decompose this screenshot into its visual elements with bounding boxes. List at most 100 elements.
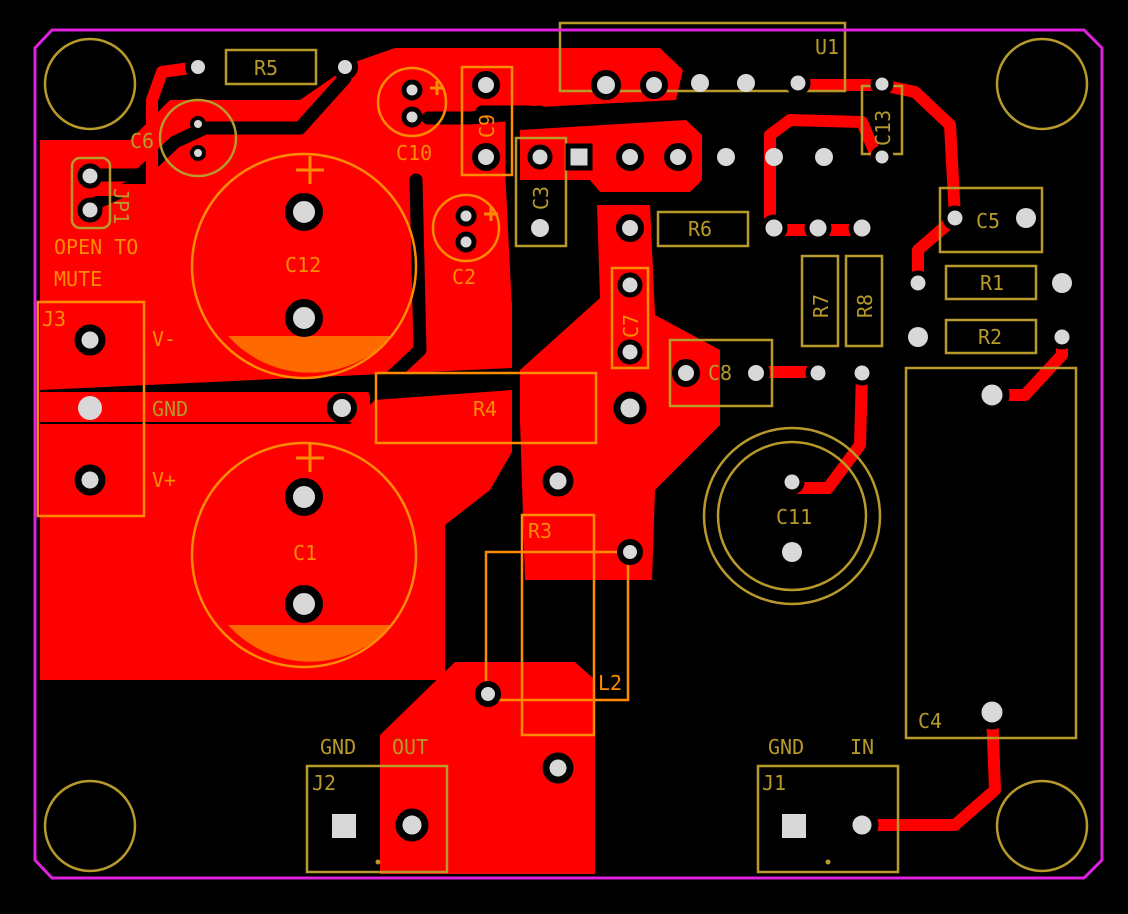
pads[interactable] xyxy=(74,54,1075,842)
pad-u1-4[interactable] xyxy=(737,74,755,92)
pad-c3-2[interactable] xyxy=(531,219,549,237)
pad-u1-2[interactable] xyxy=(640,71,668,99)
pad-c6-2[interactable] xyxy=(190,145,206,161)
c6-outline xyxy=(158,98,238,178)
j2-outline xyxy=(305,764,449,874)
pad-r6-2[interactable] xyxy=(760,214,788,242)
label-c9: C9 xyxy=(475,114,499,138)
pad-c2-2[interactable] xyxy=(455,231,477,253)
pad-u1-3[interactable] xyxy=(691,74,709,92)
pad-u1-9[interactable] xyxy=(765,148,783,166)
label-c6: C6 xyxy=(130,129,154,153)
pad-r5-2[interactable] xyxy=(332,54,358,80)
pad-l2-1[interactable] xyxy=(617,539,643,565)
label-r1: R1 xyxy=(980,271,1004,295)
pad-jp1-1[interactable] xyxy=(77,163,103,189)
pad-c2-1[interactable] xyxy=(455,205,477,227)
pad-c1-2[interactable] xyxy=(285,585,323,623)
label-vplus: V+ xyxy=(152,468,176,492)
pad-j2-out[interactable] xyxy=(395,808,429,842)
pad-jp1-2[interactable] xyxy=(77,197,103,223)
pad-r4-1[interactable] xyxy=(327,393,357,423)
pad-r1-2[interactable] xyxy=(1052,273,1072,293)
label-c8: C8 xyxy=(708,361,732,385)
pad-c6-1[interactable] xyxy=(190,116,206,132)
c2-outline xyxy=(431,193,501,263)
polarity-plus-marks xyxy=(296,81,498,472)
pad-c8-2[interactable] xyxy=(742,359,770,387)
j1-outline xyxy=(756,764,900,874)
pad-c4-1[interactable] xyxy=(974,377,1010,413)
pad-c12-2[interactable] xyxy=(285,299,323,337)
pad-c4-2[interactable] xyxy=(974,694,1010,730)
pad-r5-1[interactable] xyxy=(185,54,211,80)
c11-outline-inner xyxy=(716,440,868,592)
pad-j1-gnd[interactable] xyxy=(782,814,806,838)
label-mute-line1: OPEN TO xyxy=(54,235,138,259)
pad-j3-gnd[interactable] xyxy=(78,396,102,420)
channel-center-left xyxy=(368,173,427,399)
pad-u1-1[interactable] xyxy=(591,70,621,100)
pad-c5-1[interactable] xyxy=(942,205,968,231)
c1-band xyxy=(228,625,392,662)
pad-r8-2[interactable] xyxy=(849,360,875,386)
r8-outline xyxy=(844,254,884,348)
pad-c10-1[interactable] xyxy=(401,79,423,101)
pad-c13-1[interactable] xyxy=(870,72,894,96)
label-c1: C1 xyxy=(293,541,317,565)
pad-r8-1[interactable] xyxy=(848,214,876,242)
mount-hole-top-left xyxy=(43,37,137,131)
pad-r4-2[interactable] xyxy=(613,391,647,425)
j1-pin1-dot xyxy=(825,859,831,865)
pad-r7-2[interactable] xyxy=(805,360,831,386)
pad-c3-1[interactable] xyxy=(527,144,553,170)
pad-r6-1[interactable] xyxy=(616,214,644,242)
label-r8: R8 xyxy=(853,294,877,318)
pad-u1-5[interactable] xyxy=(785,70,811,96)
pad-r2-2[interactable] xyxy=(1049,324,1075,350)
pad-c9-2[interactable] xyxy=(472,143,500,171)
pad-r3-1[interactable] xyxy=(542,465,574,497)
pad-c1-1[interactable] xyxy=(285,478,323,516)
pad-c11-2[interactable] xyxy=(782,542,802,562)
pad-c5-2[interactable] xyxy=(1016,208,1036,228)
pad-j3-vplus[interactable] xyxy=(74,464,106,496)
pad-u1-6[interactable] xyxy=(616,143,644,171)
pad-j3-vminus[interactable] xyxy=(74,324,106,356)
pad-r1-1[interactable] xyxy=(905,270,931,296)
c1-outline xyxy=(190,441,418,669)
pad-j2-gnd[interactable] xyxy=(332,814,356,838)
label-r6: R6 xyxy=(688,217,712,241)
c8-outline xyxy=(668,338,774,408)
r1-outline xyxy=(944,264,1038,301)
pad-u1-8[interactable] xyxy=(717,148,735,166)
pad-c7-1[interactable] xyxy=(617,272,643,298)
trace-c4-in xyxy=(856,706,1001,831)
pad-c12-1[interactable] xyxy=(285,193,323,231)
silkscreen-labels: U1 R5 C6 C10 C9 C3 C13 C5 R1 R2 R6 R7 R8… xyxy=(42,35,1004,795)
label-c4: C4 xyxy=(918,709,942,733)
label-j3: J3 xyxy=(42,307,66,331)
pad-j1-in[interactable] xyxy=(845,808,879,842)
l2-outline xyxy=(484,550,630,702)
pad-l2-2[interactable] xyxy=(475,681,501,707)
pad-u1-10[interactable] xyxy=(815,148,833,166)
r4-outline xyxy=(374,371,598,445)
c3-outline xyxy=(514,136,568,248)
pad-u1-square[interactable] xyxy=(565,143,593,171)
pad-c13-2[interactable] xyxy=(870,145,894,169)
label-j1-gnd: GND xyxy=(768,735,804,759)
pad-c9-1[interactable] xyxy=(472,71,500,99)
pad-c8-1[interactable] xyxy=(672,359,700,387)
jp1-outline xyxy=(70,156,112,230)
pad-c7-2[interactable] xyxy=(617,339,643,365)
label-vminus: V- xyxy=(152,327,176,351)
pad-r2-1[interactable] xyxy=(908,327,928,347)
pad-r7-1[interactable] xyxy=(804,214,832,242)
label-r4: R4 xyxy=(473,397,497,421)
pad-c11-1[interactable] xyxy=(779,469,805,495)
pad-c10-2[interactable] xyxy=(401,106,423,128)
pad-u1-7[interactable] xyxy=(664,143,692,171)
pad-r3-2[interactable] xyxy=(542,752,574,784)
copper-zone-out xyxy=(380,662,595,874)
